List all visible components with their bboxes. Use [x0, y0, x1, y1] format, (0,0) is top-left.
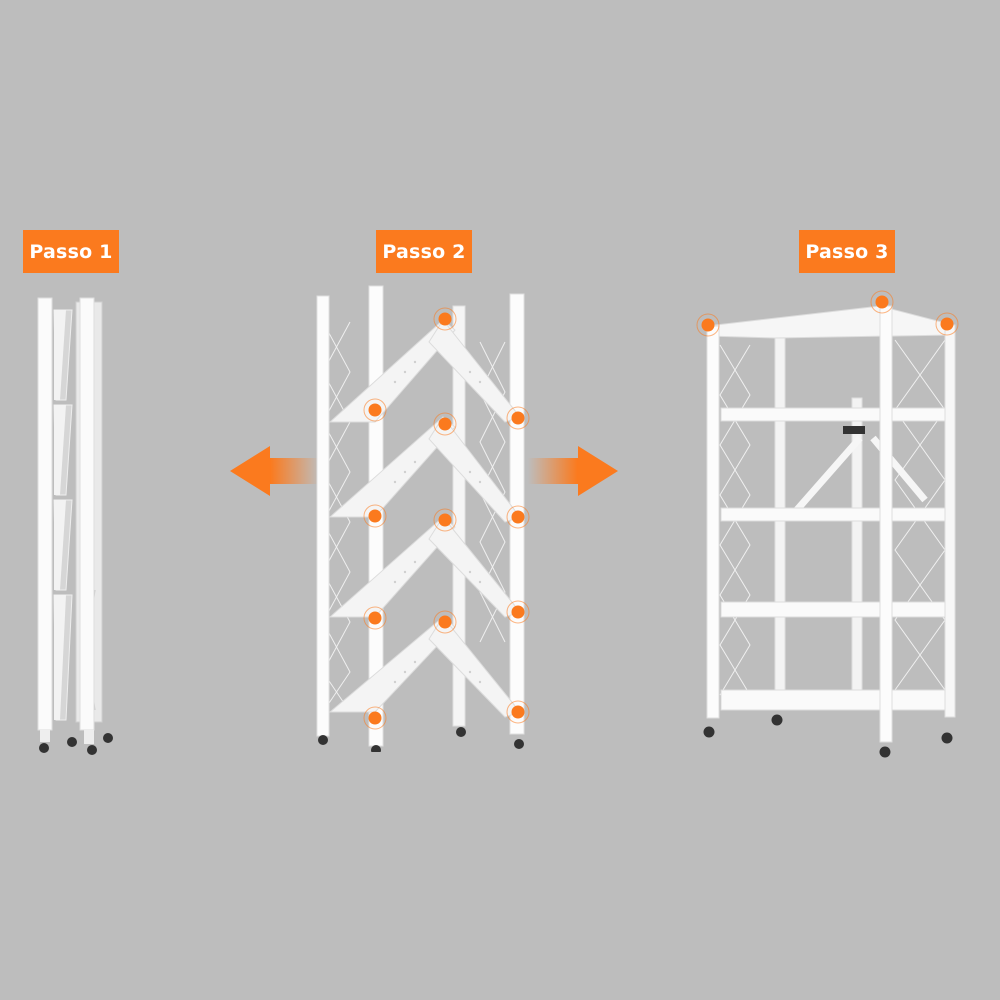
step-1-label: Passo 1 — [23, 230, 119, 273]
unfolding-rack-image — [305, 282, 550, 752]
arrow-left-icon — [228, 444, 320, 498]
unfolded-rack-image — [695, 290, 965, 770]
step-3-label: Passo 3 — [799, 230, 895, 273]
step-2-label: Passo 2 — [376, 230, 472, 273]
arrow-right-icon — [528, 444, 620, 498]
pulse-dot-icon — [696, 290, 959, 337]
folded-rack-image — [30, 290, 115, 760]
pulse-dot-icon — [363, 307, 530, 730]
